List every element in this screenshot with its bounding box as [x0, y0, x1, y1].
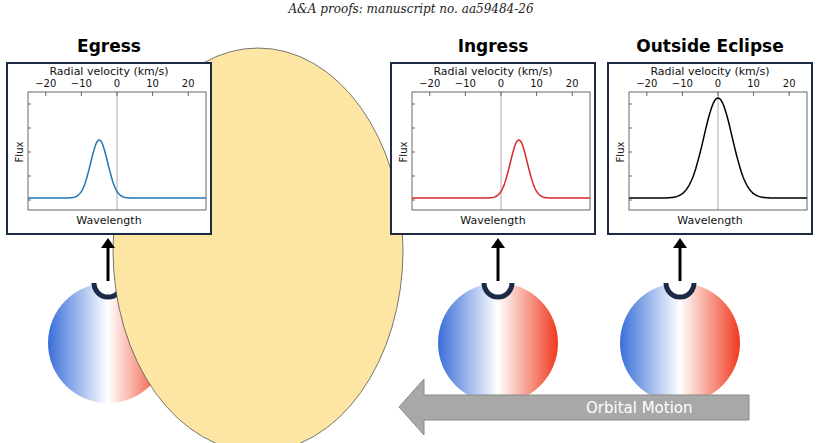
tick-label: 10	[739, 78, 769, 89]
running-header: A&A proofs: manuscript no. aa59484-26	[0, 2, 822, 16]
line-profile	[629, 98, 807, 198]
tick-mark	[188, 92, 189, 96]
spectrum-panel: Outside EclipseRadial velocity (km/s)−20…	[607, 62, 813, 235]
tick-mark	[81, 92, 82, 96]
limb-region	[666, 283, 694, 297]
axis-label: Flux	[615, 142, 626, 163]
tick-mark	[28, 200, 31, 201]
tick-mark	[629, 200, 632, 201]
tick-mark	[45, 92, 46, 96]
tick-mark	[412, 152, 415, 153]
orbital-motion-arrow: Orbital Motion	[398, 378, 750, 436]
axis-title: Radial velocity (km/s)	[609, 65, 811, 78]
zero-velocity-line	[718, 92, 719, 210]
tick-label: −20	[632, 78, 662, 89]
limb-region	[484, 283, 512, 297]
plot-frame	[28, 92, 206, 210]
line-profile	[28, 140, 206, 198]
tick-mark	[28, 104, 31, 105]
tick-mark	[789, 92, 790, 96]
axis-title: Radial velocity (km/s)	[8, 65, 210, 78]
tick-label: 10	[138, 78, 168, 89]
tick-mark	[501, 92, 502, 96]
axis-title: Radial velocity (km/s)	[392, 65, 594, 78]
tick-mark	[572, 92, 573, 96]
tick-mark	[412, 200, 415, 201]
plot-frame	[412, 92, 590, 210]
tick-label: 0	[486, 78, 516, 89]
planet	[438, 283, 558, 403]
tick-mark	[753, 92, 754, 96]
pointer-arrows	[108, 246, 680, 281]
tick-mark	[412, 104, 415, 105]
axis-label: Wavelength	[8, 214, 210, 227]
tick-mark	[465, 92, 466, 96]
tick-mark	[412, 176, 415, 177]
tick-mark	[646, 92, 647, 96]
tick-mark	[718, 92, 719, 96]
line-profile-plot	[609, 64, 811, 233]
tick-label: 0	[102, 78, 132, 89]
tick-label: −20	[31, 78, 61, 89]
axis-label: Wavelength	[392, 214, 594, 227]
tick-label: 20	[774, 78, 804, 89]
axis-label: Flux	[398, 142, 409, 163]
arrow-label: Orbital Motion	[586, 399, 693, 417]
planet	[620, 283, 740, 403]
tick-mark	[117, 92, 118, 96]
panel-title: Egress	[8, 36, 210, 56]
tick-label: 20	[173, 78, 203, 89]
panel-title: Ingress	[392, 36, 594, 56]
tick-mark	[28, 176, 31, 177]
arrowheads	[101, 238, 687, 248]
tick-label: 0	[703, 78, 733, 89]
tick-label: −10	[66, 78, 96, 89]
tick-mark	[429, 92, 430, 96]
tick-mark	[28, 128, 31, 129]
line-profile	[412, 140, 590, 198]
axis-label: Flux	[14, 142, 25, 163]
arrow-shape	[398, 378, 750, 436]
panel-title: Outside Eclipse	[609, 36, 811, 56]
arrow-body	[399, 379, 749, 435]
spectrum-panel: EgressRadial velocity (km/s)−20−1001020F…	[6, 62, 212, 235]
tick-mark	[412, 128, 415, 129]
line-profile-plot	[8, 64, 210, 233]
tick-mark	[28, 152, 31, 153]
tick-mark	[682, 92, 683, 96]
tick-mark	[152, 92, 153, 96]
tick-label: 10	[522, 78, 552, 89]
tick-mark	[629, 176, 632, 177]
tick-mark	[629, 128, 632, 129]
tick-label: 20	[557, 78, 587, 89]
spectrum-panel: IngressRadial velocity (km/s)−20−1001020…	[390, 62, 596, 235]
tick-mark	[629, 104, 632, 105]
tick-mark	[629, 152, 632, 153]
line-profile-plot	[392, 64, 594, 233]
tick-label: −10	[667, 78, 697, 89]
axis-label: Wavelength	[609, 214, 811, 227]
tick-mark	[536, 92, 537, 96]
tick-label: −20	[415, 78, 445, 89]
plot-frame	[629, 92, 807, 210]
tick-label: −10	[450, 78, 480, 89]
